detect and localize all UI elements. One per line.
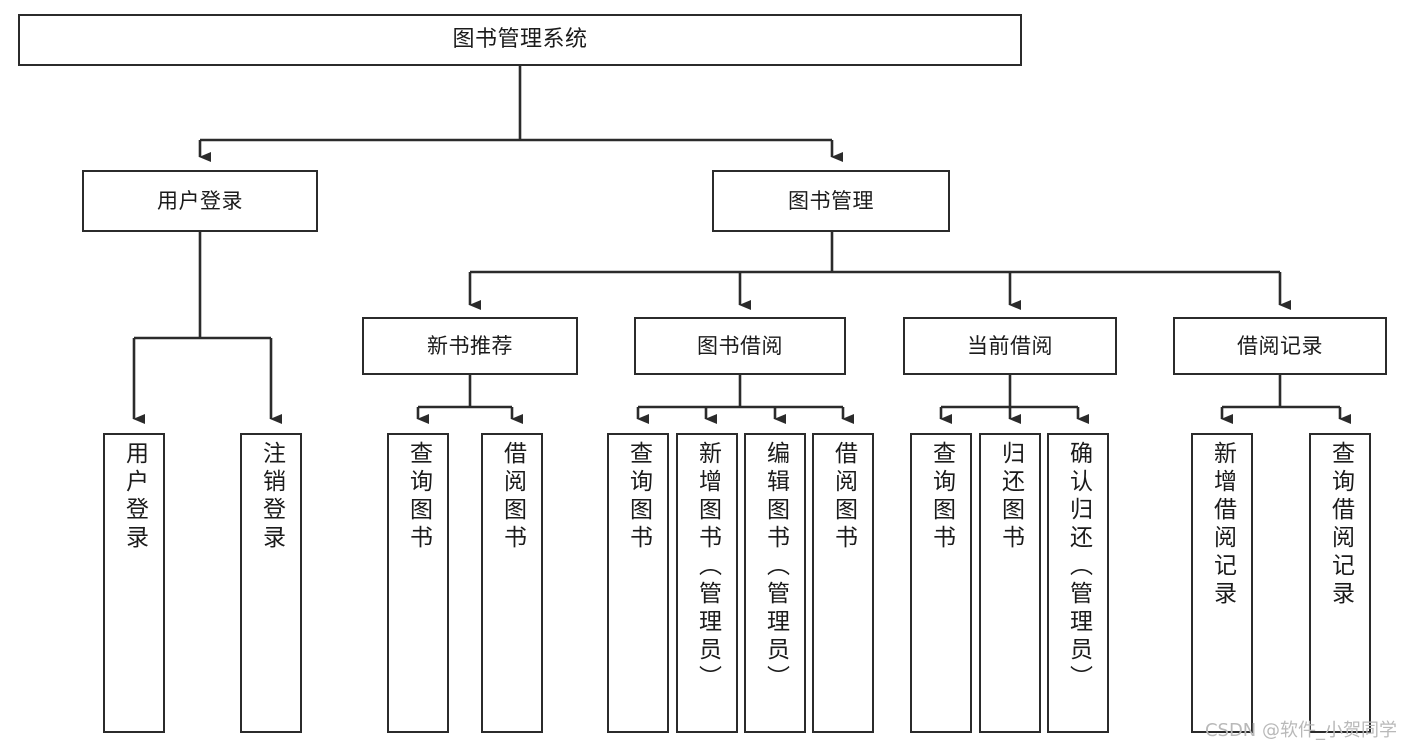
- node-current-borrow-label: 当前借阅: [967, 333, 1053, 358]
- node-leaf-query-book-2-label: 查询图书: [625, 441, 652, 553]
- node-leaf-return-book[interactable]: 归还图书: [979, 433, 1041, 733]
- node-leaf-borrow-book-1[interactable]: 借阅图书: [481, 433, 543, 733]
- node-leaf-borrow-book-2[interactable]: 借阅图书: [812, 433, 874, 733]
- node-leaf-add-book-label: 新增图书（管理员）: [694, 441, 721, 693]
- node-leaf-confirm-return-label: 确认归还（管理员）: [1065, 441, 1092, 693]
- node-leaf-logout[interactable]: 注销登录: [240, 433, 302, 733]
- node-leaf-borrow-book-2-label: 借阅图书: [830, 441, 857, 553]
- node-new-book-recommend-label: 新书推荐: [427, 333, 513, 358]
- node-leaf-borrow-book-1-label: 借阅图书: [499, 441, 526, 553]
- node-user-login-label: 用户登录: [157, 188, 243, 213]
- node-leaf-query-record[interactable]: 查询借阅记录: [1309, 433, 1371, 733]
- node-book-manage-label: 图书管理: [788, 188, 874, 213]
- node-leaf-user-login[interactable]: 用户登录: [103, 433, 165, 733]
- node-leaf-add-book[interactable]: 新增图书（管理员）: [676, 433, 738, 733]
- node-leaf-query-book-3[interactable]: 查询图书: [910, 433, 972, 733]
- node-leaf-return-book-label: 归还图书: [997, 441, 1024, 553]
- node-current-borrow[interactable]: 当前借阅: [903, 317, 1117, 375]
- node-leaf-edit-book[interactable]: 编辑图书（管理员）: [744, 433, 806, 733]
- node-borrow-record-label: 借阅记录: [1237, 333, 1323, 358]
- node-leaf-logout-label: 注销登录: [258, 441, 285, 553]
- node-book-borrow[interactable]: 图书借阅: [634, 317, 846, 375]
- node-leaf-add-record-label: 新增借阅记录: [1209, 441, 1236, 609]
- node-user-login[interactable]: 用户登录: [82, 170, 318, 232]
- node-leaf-add-record[interactable]: 新增借阅记录: [1191, 433, 1253, 733]
- node-leaf-query-book-3-label: 查询图书: [928, 441, 955, 553]
- node-new-book-recommend[interactable]: 新书推荐: [362, 317, 578, 375]
- node-leaf-query-record-label: 查询借阅记录: [1327, 441, 1354, 609]
- node-book-manage[interactable]: 图书管理: [712, 170, 950, 232]
- node-root[interactable]: 图书管理系统: [18, 14, 1022, 66]
- node-root-label: 图书管理系统: [452, 27, 588, 53]
- node-borrow-record[interactable]: 借阅记录: [1173, 317, 1387, 375]
- node-leaf-confirm-return[interactable]: 确认归还（管理员）: [1047, 433, 1109, 733]
- node-leaf-user-login-label: 用户登录: [121, 441, 148, 553]
- watermark: CSDN @软件_小贺同学: [1204, 720, 1397, 741]
- node-leaf-query-book-1[interactable]: 查询图书: [387, 433, 449, 733]
- node-leaf-query-book-2[interactable]: 查询图书: [607, 433, 669, 733]
- node-leaf-edit-book-label: 编辑图书（管理员）: [762, 441, 789, 693]
- node-leaf-query-book-1-label: 查询图书: [405, 441, 432, 553]
- node-book-borrow-label: 图书借阅: [697, 333, 783, 358]
